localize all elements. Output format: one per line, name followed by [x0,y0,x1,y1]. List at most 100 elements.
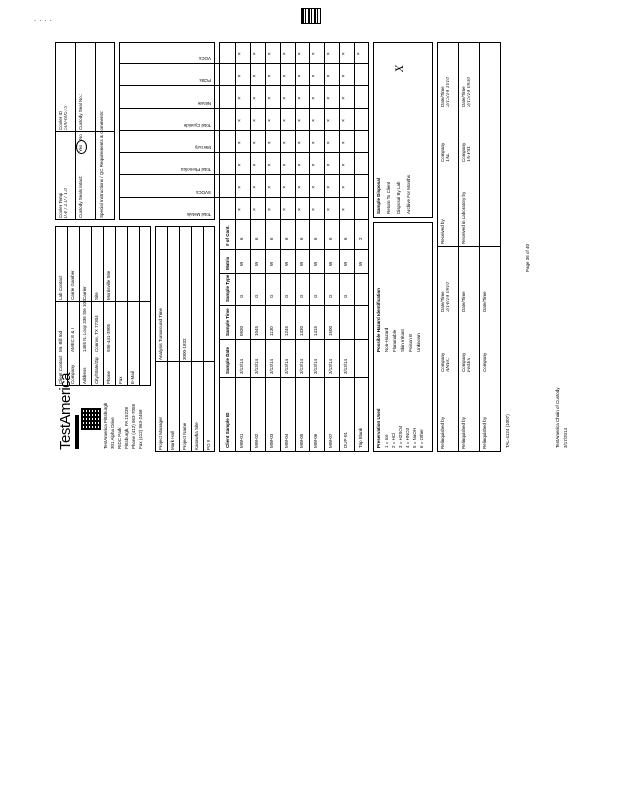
sample-id: MW-03 [268,433,274,448]
cooler-id-value: 500-69575 [64,105,69,130]
project-name-label: Project Name [182,422,187,450]
sample-date: 3/13/14 [253,358,259,374]
check-mark: × [281,74,288,78]
check-mark: × [237,163,243,167]
row-divider [339,42,341,452]
check-mark: × [326,96,333,100]
cooler-temp-value: 0.4 / 2.0 / 1.0 [64,187,69,218]
sample-id: Trip Blank [358,427,364,448]
check-mark: × [311,74,318,78]
qr-code-icon [81,408,101,430]
preservation-code: 6 = Other [419,429,424,448]
email-label: E-Mail [130,371,135,384]
check-mark: × [251,74,258,78]
project-name-value: Kanawha Site [194,422,199,450]
lab-contact-label: Lab Contact [58,275,63,300]
company-label: Company [461,352,466,372]
check-mark: × [237,96,243,100]
sample-type: G [268,294,274,298]
check-mark: × [281,208,288,211]
check-mark: × [266,163,273,167]
check-mark: × [311,163,318,167]
check-mark: × [281,119,288,122]
analysis-column-label: VOCs [198,56,211,62]
phone-label: Phone [106,370,111,384]
sample-id: MW-02 [253,433,259,448]
check-mark: × [326,74,333,78]
check-mark: × [341,96,348,100]
analysis-column-label: PCBs [199,78,211,84]
preservation-code: 2 = HCl [391,432,396,448]
check-mark: × [326,52,333,56]
check-mark: × [296,96,303,100]
datetime-label: Date/Time [461,86,466,107]
check-mark: × [311,208,318,211]
fax-label: Fax [118,376,123,384]
hazard-option[interactable]: Poison B [408,333,413,352]
analysis-column-label: Total Metals [186,212,211,217]
sample-id: MW-01 [239,433,244,448]
lab-address-line: TestAmerica Pittsburgh [103,402,108,449]
sample-id: MW-05 [298,433,304,448]
matrix: W [328,261,334,266]
check-mark: × [341,52,348,56]
check-mark: × [281,96,288,100]
sample-type: G [343,294,349,298]
check-mark: × [326,185,333,189]
hazard-option[interactable]: Non-Hazard [384,327,389,352]
check-mark: × [341,119,348,122]
check-mark: × [326,141,333,145]
custody-seals-label: Custody Seals Intact: [78,175,83,218]
date-stamp: 3/17/2014 [563,427,568,448]
site-value: Morrisville Site [106,270,111,300]
special-instructions-header: Special Instructions / QC Requirements &… [99,110,104,218]
relinquished-by-label: Relinquished by [440,416,445,449]
check-mark: × [341,208,348,211]
check-mark: × [311,52,318,56]
check-mark: × [311,141,318,145]
disposal-option[interactable]: Archive For Months [406,174,411,214]
disposal-option[interactable]: Return To Client [386,181,391,214]
hazard-option[interactable]: Skin Irritant [400,329,405,352]
header-sample-id: Client Sample ID [225,412,230,448]
disposal-title: Sample Disposal [376,177,381,214]
logo-bar [75,415,79,449]
check-mark: × [326,119,333,122]
scan-marks: .... [34,14,55,23]
check-mark: × [356,52,363,56]
check-mark: × [251,185,258,189]
sample-type: G [253,294,259,298]
check-mark: × [251,163,258,167]
lab-address-line: RIDC Park [117,427,122,449]
sample-id: MW-04 [283,433,289,448]
phone-value: 936-441-3905 [106,323,111,352]
custody-no[interactable]: No [78,134,83,140]
datetime-label: Date/Time [440,291,445,312]
sample-date: 3/13/14 [283,358,289,374]
hazard-option[interactable]: Flammable [392,329,397,352]
hazard-option[interactable]: Unknown [416,333,421,352]
form-number: TAL-4124 (1007) [505,414,510,448]
check-mark: × [296,74,303,78]
check-mark: × [296,119,303,122]
check-mark: × [237,52,243,56]
check-mark: × [266,96,273,100]
site-label: Site [94,292,99,300]
sample-date: 3/13/14 [343,358,349,374]
check-mark: × [266,208,273,211]
check-mark: × [311,96,318,100]
disposal-option[interactable]: Disposal By Lab [396,181,401,214]
datetime-value: 3/15/14 0930 [467,76,472,107]
row-divider [354,42,356,452]
row-divider [279,42,281,452]
check-mark: × [237,185,243,189]
header-matrix: Matrix [225,256,230,270]
selection-circle [76,140,87,154]
city-value: Conroe, TX 77304 [94,315,99,352]
received-by-label: Received in Laboratory by [461,191,466,244]
datetime-label: Date/Time [482,291,487,312]
chain-of-custody-form: TestAmerica TestAmerica Pittsburgh 301 A… [55,40,570,452]
container-count: 6 [268,237,274,240]
check-mark: × [237,208,243,211]
sample-time: 1045 [253,325,259,336]
